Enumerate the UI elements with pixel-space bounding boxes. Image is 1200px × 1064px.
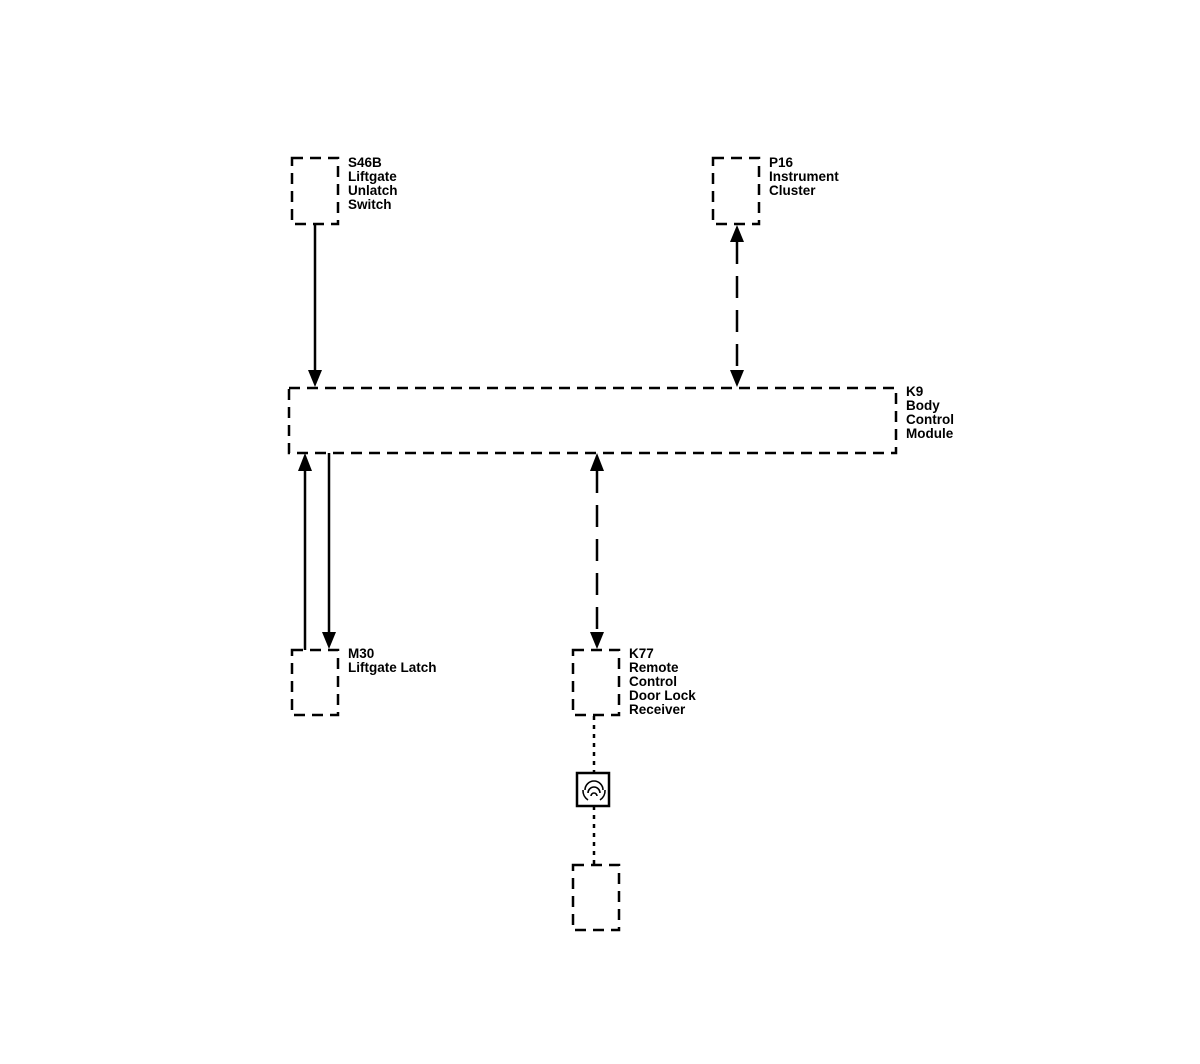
m30-label-line: M30 (348, 646, 374, 661)
component-k77[interactable]: K77 Remote Control Door Lock Receiver (571, 646, 700, 717)
wire-p16-k9-serial (730, 225, 744, 387)
p16-label-line: P16 (769, 155, 794, 170)
component-k9[interactable]: K9 Body Control Module (287, 384, 958, 455)
k77-label-line: Remote (629, 660, 679, 675)
s46b-label-line: Switch (348, 197, 392, 212)
s46b-label-line: Liftgate (348, 169, 397, 184)
arrowhead (730, 370, 744, 387)
k77-label-line: K77 (629, 646, 654, 661)
m30-label: M30 Liftgate Latch (348, 646, 437, 675)
k77-box[interactable] (571, 648, 621, 717)
wire-m30-to-k9 (298, 453, 312, 650)
s46b-label: S46B Liftgate Unlatch Switch (348, 155, 401, 212)
component-s46b[interactable]: S46B Liftgate Unlatch Switch (290, 155, 401, 226)
antenna-icon (575, 771, 611, 808)
k77-label-line: Receiver (629, 702, 686, 717)
k77-label-line: Door Lock (629, 688, 696, 703)
k9-label-line: Body (906, 398, 940, 413)
p16-box[interactable] (711, 156, 761, 226)
arrowhead (298, 453, 312, 471)
s46b-label-line: Unlatch (348, 183, 398, 198)
antenna-end-box[interactable] (571, 863, 621, 932)
component-m30[interactable]: M30 Liftgate Latch (290, 646, 437, 717)
arrowhead (730, 225, 744, 242)
wire-s46b-to-k9 (308, 224, 322, 387)
k77-label: K77 Remote Control Door Lock Receiver (629, 646, 700, 717)
component-p16[interactable]: P16 Instrument Cluster (711, 155, 843, 226)
wire-k9-to-m30 (322, 453, 336, 649)
s46b-label-line: S46B (348, 155, 382, 170)
p16-label-line: Cluster (769, 183, 816, 198)
p16-label: P16 Instrument Cluster (769, 155, 843, 198)
component-antenna-end[interactable] (571, 863, 621, 932)
k9-label-line: Control (906, 412, 954, 427)
p16-label-line: Instrument (769, 169, 839, 184)
s46b-box[interactable] (290, 156, 340, 226)
arrowhead (308, 370, 322, 387)
arrowhead (590, 453, 604, 471)
k9-label-line: Module (906, 426, 954, 441)
arrowhead (322, 632, 336, 649)
k77-label-line: Control (629, 674, 677, 689)
m30-box[interactable] (290, 648, 340, 717)
arrowhead (590, 632, 604, 649)
k9-label: K9 Body Control Module (906, 384, 958, 441)
k9-label-line: K9 (906, 384, 923, 399)
m30-label-line: Liftgate Latch (348, 660, 437, 675)
k9-box[interactable] (287, 386, 898, 455)
wire-k9-k77-serial (590, 453, 604, 649)
